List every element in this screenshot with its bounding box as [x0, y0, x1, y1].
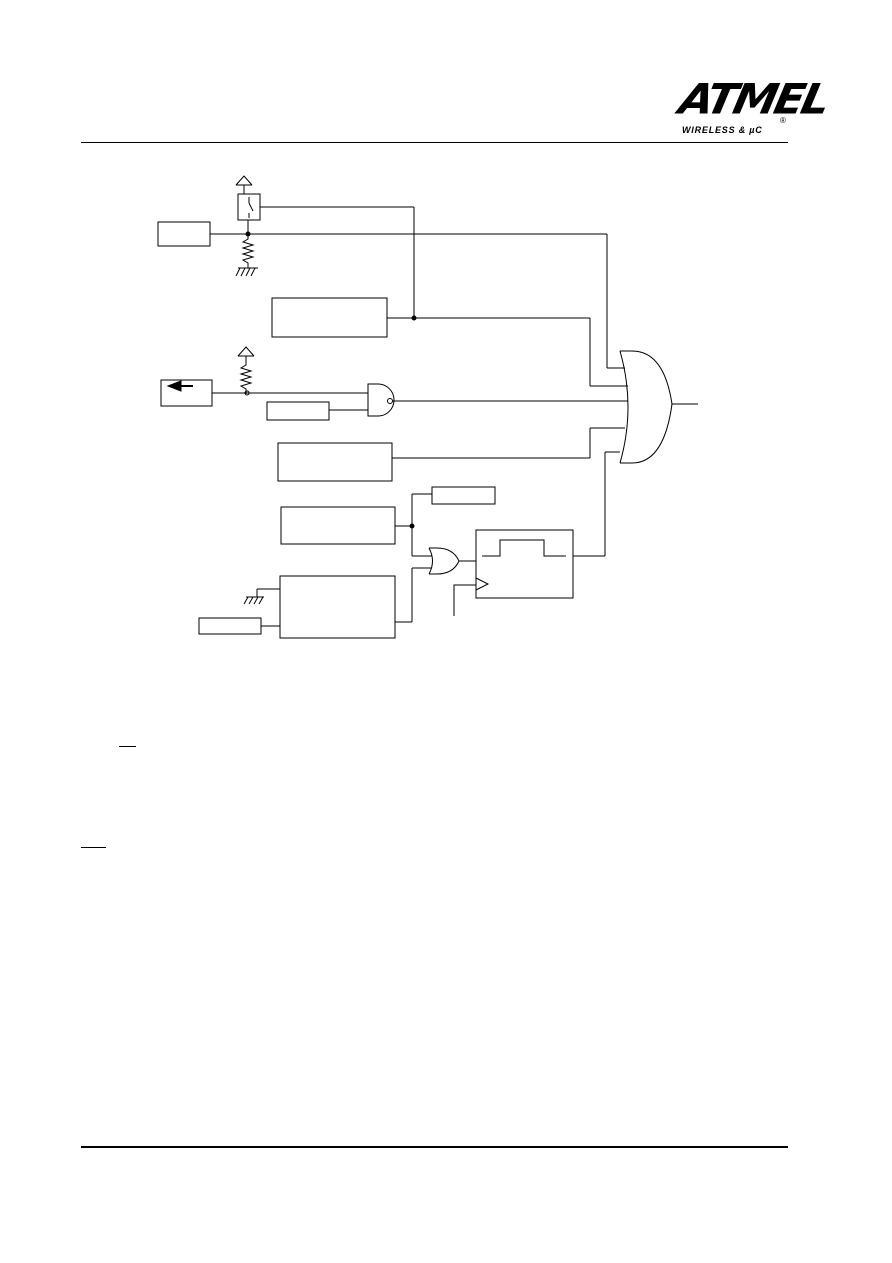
pulse-stretcher-block: [475, 529, 574, 599]
nand-gate: [367, 383, 395, 417]
atmel-logo: ATMEL ® WIRELESS & µC: [675, 75, 832, 138]
text-overbar: [81, 847, 106, 848]
header-rule: [81, 142, 788, 143]
block-4-input-box: [198, 617, 262, 635]
function-block-3: [280, 506, 396, 545]
power-switch: [237, 193, 261, 221]
small-or-gate: [428, 547, 460, 575]
text-overbar: [119, 746, 136, 747]
logo-registered-mark: ®: [780, 116, 786, 125]
flag-output-box: [431, 486, 496, 505]
main-or-gate: [619, 350, 673, 464]
logo-tagline: WIRELESS & µC: [682, 125, 763, 135]
clock-input-icon: [475, 577, 490, 591]
nand-enable-box: [266, 401, 330, 421]
vcc-arrow-icon: [237, 346, 255, 362]
ground-icon: [235, 267, 258, 277]
function-block-2: [277, 442, 393, 482]
pulse-waveform-icon: [482, 539, 566, 557]
footer-rule: [81, 1146, 788, 1148]
ground-icon: [243, 596, 264, 605]
clock-input-wire: [453, 584, 476, 616]
pulldown-resistor-icon: [241, 236, 255, 268]
vcc-arrow-icon: [235, 175, 253, 194]
left-arrow-icon: [166, 380, 193, 392]
function-block-4: [279, 575, 396, 639]
input-pin-box-1: [157, 221, 211, 247]
reset-pin-box: [160, 379, 213, 407]
pullup-resistor-icon: [239, 362, 253, 394]
junction-dot: [244, 390, 250, 396]
junction-dot: [411, 315, 417, 321]
function-block-1: [271, 297, 388, 338]
